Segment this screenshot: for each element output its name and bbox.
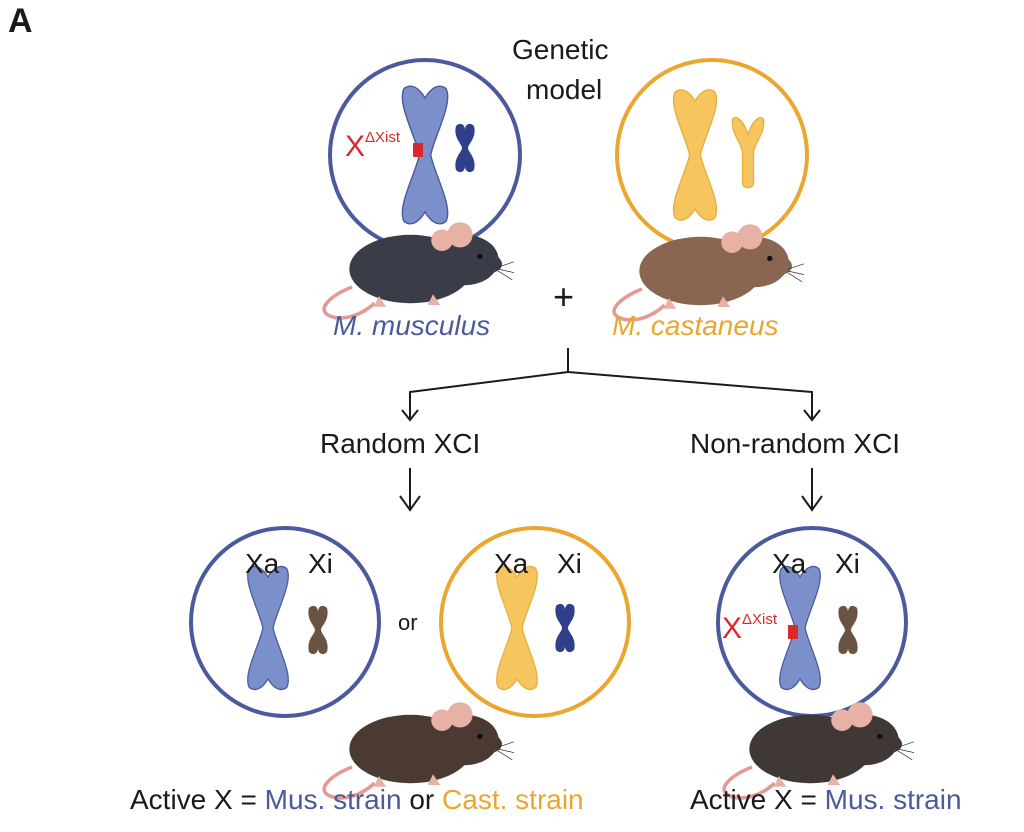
- panel-label: A: [8, 2, 33, 40]
- xi-label: Xi: [835, 548, 860, 579]
- x-chromosome-icon: [672, 89, 718, 221]
- small-chromosome-icon: [308, 605, 328, 655]
- x-chromosome-icon: [247, 565, 289, 691]
- xi-label: Xi: [308, 548, 333, 579]
- title-line2: model: [526, 74, 603, 105]
- x-chromosome-icon: [779, 565, 821, 691]
- deletion-label: XΔXist: [345, 129, 401, 163]
- random-mus-circle: [189, 526, 381, 718]
- small-chromosome-icon: [838, 605, 858, 655]
- or-label: or: [398, 610, 418, 635]
- left-caption: Active X = Mus. strain or Cast. strain: [130, 784, 584, 815]
- mouse-black-icon: [322, 220, 516, 320]
- deletion-label: XΔXist: [722, 611, 778, 645]
- nonrandom-xci-label: Non-random XCI: [690, 428, 901, 459]
- title-line1: Genetic: [512, 34, 609, 65]
- xi-label: Xi: [557, 548, 582, 579]
- deletion-mark: [413, 143, 423, 157]
- branch-arrows: [399, 348, 823, 512]
- castaneus-label: M. castaneus: [612, 310, 779, 341]
- xa-label: Xa: [494, 548, 529, 579]
- random-cast-circle: [439, 526, 631, 718]
- plus-sign: +: [553, 276, 575, 317]
- castaneus-circle: [615, 58, 809, 252]
- xa-label: Xa: [772, 548, 807, 579]
- random-xci-label: Random XCI: [320, 428, 481, 459]
- right-caption: Active X = Mus. strain: [690, 784, 962, 815]
- small-chromosome-icon: [555, 603, 575, 653]
- x-chromosome-icon: [496, 565, 538, 691]
- xa-label: Xa: [245, 548, 280, 579]
- mouse-brown-icon: [612, 222, 806, 322]
- y-chromosome-icon: [731, 116, 765, 189]
- x-chromosome-icon: [401, 85, 449, 225]
- musculus-label: M. musculus: [333, 310, 491, 341]
- small-chromosome-icon: [455, 123, 475, 173]
- deletion-mark: [788, 625, 798, 639]
